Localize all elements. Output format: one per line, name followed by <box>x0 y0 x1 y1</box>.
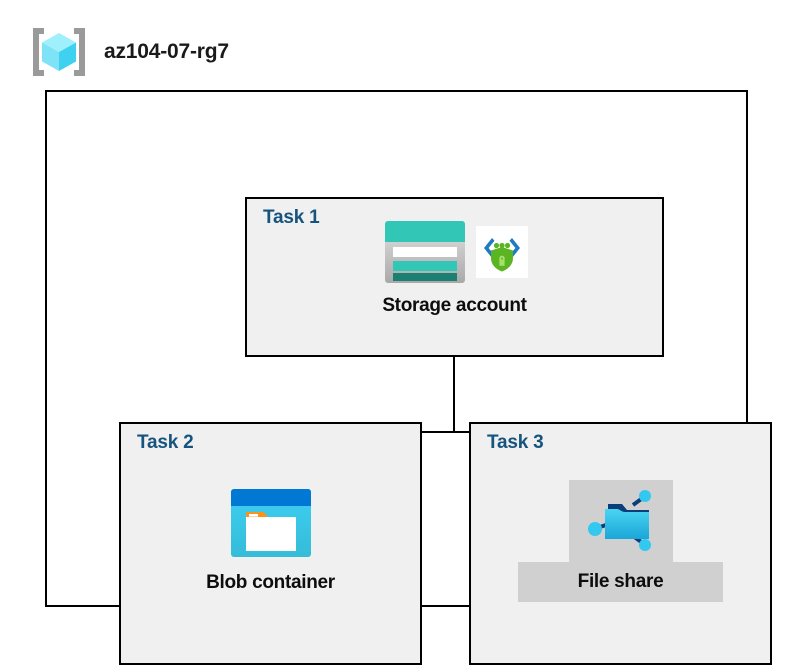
task-3-icon-group <box>471 480 770 562</box>
file-share-label-highlight: File share <box>517 562 724 602</box>
file-share-icon <box>587 490 651 551</box>
resource-group-container: Task 1 <box>45 90 772 665</box>
connector-horizontal-branch <box>280 431 626 433</box>
storage-account-icon <box>384 221 465 283</box>
storage-account-label: Storage account <box>382 295 527 316</box>
file-share-label: File share <box>577 571 664 592</box>
task-1-icon-group <box>247 219 662 285</box>
file-share-icon-highlight <box>568 480 673 562</box>
resource-group-header: az104-07-rg7 <box>28 24 229 80</box>
blob-container-label: Blob container <box>206 572 335 593</box>
file-share-label-wrap: File share <box>471 562 770 602</box>
task-3-label: Task 3 <box>487 432 544 453</box>
task-1-box[interactable]: Task 1 <box>245 197 664 357</box>
task-3-box[interactable]: Task 3 <box>469 422 772 665</box>
task-2-label: Task 2 <box>137 432 194 453</box>
resource-group-title: az104-07-rg7 <box>104 40 229 63</box>
encryption-shield-icon <box>475 226 528 278</box>
task-1-label: Task 1 <box>263 207 320 228</box>
resource-group-icon <box>33 28 85 76</box>
task-2-icon-group <box>121 486 420 560</box>
blob-container-icon <box>230 489 311 557</box>
task-2-box[interactable]: Task 2 Blob container <box>119 422 422 665</box>
connector-storage-to-branch <box>453 320 455 433</box>
